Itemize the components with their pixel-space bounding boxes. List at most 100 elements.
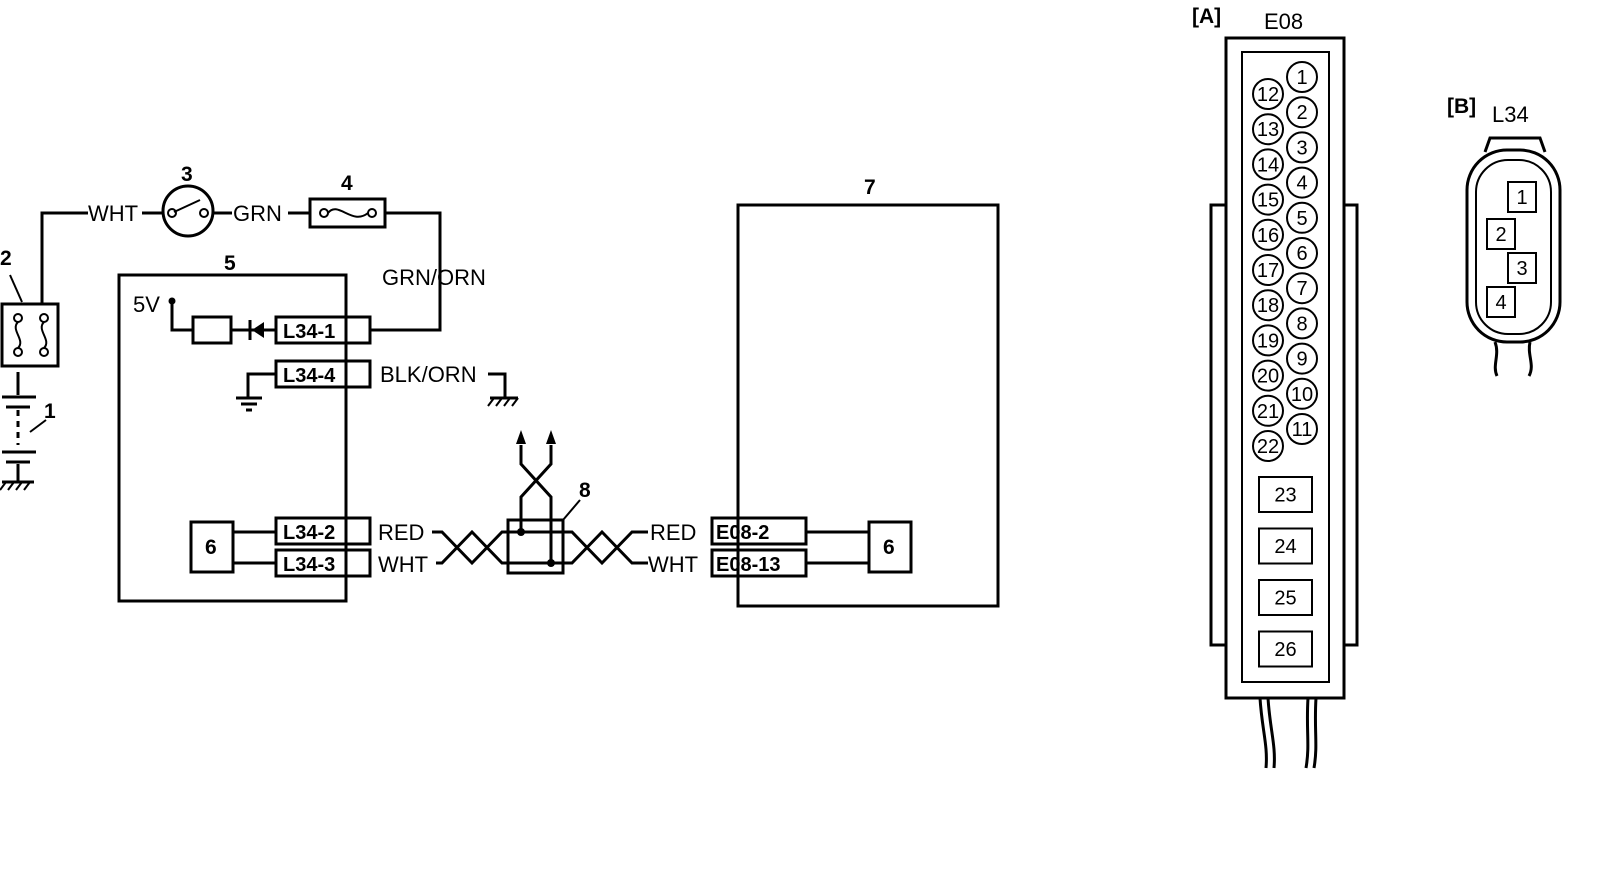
pin-13: 13: [1252, 113, 1284, 146]
pin-label-13: 13: [1257, 119, 1279, 141]
pin-label-2: 2: [1495, 224, 1506, 246]
pin-label-5: 5: [1296, 208, 1307, 230]
label-6-right: 6: [883, 536, 895, 559]
pin-label-12: 12: [1257, 84, 1279, 106]
pin-14: 14: [1252, 148, 1284, 181]
terminal-l34-4-label: L34-4: [283, 365, 336, 387]
wire-label-grn: GRN: [233, 201, 282, 226]
pin-3: 3: [1507, 252, 1537, 284]
pin-2: 2: [1486, 218, 1516, 250]
terminal-l34-1-label: L34-1: [283, 321, 335, 343]
pin-label-16: 16: [1257, 225, 1279, 247]
pin-label-3: 3: [1516, 258, 1527, 280]
pin-label-14: 14: [1257, 154, 1279, 176]
module-7: 7 E08-2 E08-13 6: [710, 176, 1000, 608]
wire-label-red-right: RED: [650, 520, 696, 545]
pin-2: 2: [1286, 96, 1318, 129]
connector-a-tag: [A]: [1192, 5, 1221, 28]
pin-label-4: 4: [1296, 173, 1307, 195]
pin-label-18: 18: [1257, 295, 1279, 317]
pin-23: 23: [1258, 476, 1313, 513]
pin-label-1: 1: [1516, 187, 1527, 209]
module-5: 5 5V L34-1 L34-4 6 L34-2 L34-3: [117, 252, 372, 603]
pin-7: 7: [1286, 272, 1318, 305]
connector-a-e08: [A] E08 12131415161718192021221234567891…: [1192, 5, 1359, 769]
pin-label-17: 17: [1257, 260, 1279, 282]
pin-4: 4: [1486, 286, 1516, 318]
pin-label-6: 6: [1296, 243, 1307, 265]
label-3: 3: [181, 163, 193, 186]
pin-9: 9: [1286, 342, 1318, 375]
pin-8: 8: [1286, 307, 1318, 340]
terminal-l34-3-label: L34-3: [283, 554, 335, 576]
pin-26: 26: [1258, 630, 1313, 668]
pin-label-3: 3: [1296, 137, 1307, 159]
pin-label-23: 23: [1274, 485, 1296, 507]
terminal-l34-2-label: L34-2: [283, 522, 335, 544]
pin-label-9: 9: [1296, 349, 1307, 371]
battery-1: 1: [0, 372, 56, 491]
joint-connector-8: 8: [506, 430, 591, 575]
ignition-switch-3: 3: [161, 163, 215, 238]
pin-label-7: 7: [1296, 278, 1307, 300]
terminal-l34-2: [274, 516, 372, 546]
label-1: 1: [44, 400, 56, 423]
label-5: 5: [224, 252, 236, 275]
connector-b-tag: [B]: [1447, 95, 1476, 118]
pin-label-10: 10: [1291, 384, 1313, 406]
pin-24: 24: [1258, 527, 1313, 565]
terminal-l34-3: [274, 548, 372, 578]
wire-label-blk-orn: BLK/ORN: [380, 362, 477, 387]
pin-1: 1: [1286, 61, 1318, 93]
wire-label-grn-orn: GRN/ORN: [382, 265, 486, 290]
pin-label-1: 1: [1296, 67, 1307, 89]
pin-3: 3: [1286, 131, 1318, 164]
terminal-e08-13-label: E08-13: [716, 554, 781, 576]
label-6-left: 6: [205, 536, 217, 559]
pin-5: 5: [1286, 201, 1318, 234]
block-6-left: [189, 520, 235, 574]
terminal-e08-2-label: E08-2: [716, 522, 769, 544]
pin-label-15: 15: [1257, 190, 1279, 212]
fuse-4: 4: [308, 172, 387, 229]
pin-label-24: 24: [1274, 536, 1296, 558]
connector-a-name: E08: [1264, 9, 1303, 34]
pin-label-22: 22: [1257, 436, 1279, 458]
pin-10: 10: [1286, 377, 1318, 410]
pin-label-25: 25: [1274, 588, 1296, 610]
label-2: 2: [0, 247, 12, 270]
label-4: 4: [341, 172, 353, 195]
label-8: 8: [579, 479, 591, 502]
pin-22: 22: [1252, 430, 1284, 462]
pin-4: 4: [1286, 166, 1318, 199]
pin-label-11: 11: [1292, 419, 1313, 441]
pin-label-26: 26: [1274, 639, 1296, 661]
supply-5v-label: 5V: [133, 292, 160, 317]
pin-label-19: 19: [1257, 330, 1279, 352]
pin-20: 20: [1252, 359, 1284, 392]
pin-label-4: 4: [1495, 292, 1506, 314]
pin-17: 17: [1252, 254, 1284, 286]
pin-6: 6: [1286, 237, 1318, 269]
connector-b-name: L34: [1492, 102, 1529, 127]
pin-1: 1: [1507, 181, 1537, 213]
pin-label-2: 2: [1296, 102, 1307, 124]
pin-label-20: 20: [1257, 366, 1279, 388]
wire-label-wht-top: WHT: [88, 201, 138, 226]
fusible-link-2: 2: [0, 211, 88, 368]
wire-label-wht-right: WHT: [648, 552, 698, 577]
pin-21: 21: [1252, 394, 1284, 427]
block-6-right: [867, 520, 913, 574]
pin-15: 15: [1252, 183, 1284, 216]
pin-12: 12: [1252, 78, 1284, 110]
pin-11: 11: [1286, 413, 1318, 445]
pin-25: 25: [1258, 579, 1313, 616]
label-7: 7: [864, 176, 876, 199]
wire-label-red-left: RED: [378, 520, 424, 545]
pin-19: 19: [1252, 324, 1284, 357]
pin-16: 16: [1252, 218, 1284, 251]
pin-label-8: 8: [1296, 313, 1307, 335]
pin-18: 18: [1252, 289, 1284, 322]
